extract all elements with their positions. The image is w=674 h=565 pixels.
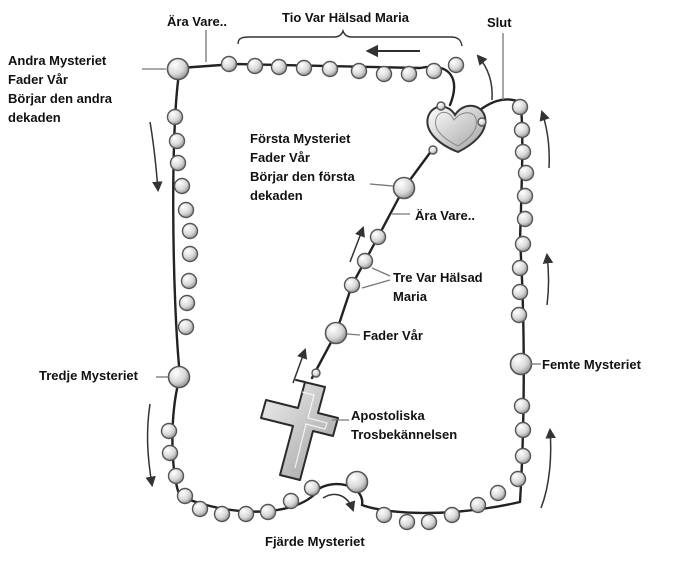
label-slut: Slut xyxy=(487,15,512,30)
bead xyxy=(375,506,393,524)
bead xyxy=(516,187,534,205)
bead xyxy=(282,492,300,510)
bead xyxy=(178,294,196,312)
bead xyxy=(514,235,532,253)
bead xyxy=(167,467,185,485)
bead xyxy=(511,283,529,301)
arrow-right-top xyxy=(539,110,550,169)
bead xyxy=(489,484,507,502)
pointer-forsta xyxy=(369,183,394,187)
label-fjarde-mysteriet: Fjärde Mysteriet xyxy=(265,534,365,549)
bead xyxy=(180,272,198,290)
bead xyxy=(356,252,374,270)
bead xyxy=(369,228,387,246)
bead xyxy=(176,487,194,505)
bead-group-left-lower xyxy=(160,422,194,505)
bead xyxy=(246,57,264,75)
bead xyxy=(420,513,438,531)
label-tre-var-halsad: Tre Var Hälsad Maria xyxy=(393,270,486,304)
arrow-pendant-upper xyxy=(349,226,365,263)
crucifix xyxy=(260,368,339,481)
bead xyxy=(510,306,528,324)
bead xyxy=(160,422,178,440)
bead xyxy=(375,65,393,83)
bead xyxy=(350,62,368,80)
bead xyxy=(166,108,184,126)
arrow-left-lower xyxy=(145,403,156,488)
bead xyxy=(514,447,532,465)
bead xyxy=(173,177,191,195)
pointer-tre-2 xyxy=(361,279,391,289)
bead xyxy=(425,62,443,80)
bead xyxy=(513,121,531,139)
bead-group-left-upper xyxy=(166,108,199,336)
bead xyxy=(295,59,313,77)
label-ara-vare-mid: Ära Vare.. xyxy=(415,208,475,223)
label-andra-mysteriet: Andra Mysteriet Fader Vår Börjar den and… xyxy=(8,53,116,125)
pointer-tre-1 xyxy=(371,267,391,277)
bead xyxy=(509,470,527,488)
bead-andra-mysteriet xyxy=(166,57,190,81)
bead xyxy=(343,276,361,294)
bead xyxy=(191,500,209,518)
bead xyxy=(213,505,231,523)
label-apostoliska: Apostoliska Trosbekännelsen xyxy=(351,408,457,442)
arrow-right-upper xyxy=(542,252,554,306)
arrow-right-lower xyxy=(540,427,556,509)
arrow-left-upper xyxy=(149,121,163,193)
bead xyxy=(517,164,535,182)
bead xyxy=(259,503,277,521)
label-tio-var-halsad: Tio Var Hälsad Maria xyxy=(282,10,410,25)
bead-fader-var xyxy=(324,321,348,345)
label-femte-mysteriet: Femte Mysteriet xyxy=(542,357,642,372)
bead xyxy=(400,65,418,83)
bead xyxy=(168,132,186,150)
bead xyxy=(511,98,529,116)
bead xyxy=(237,505,255,523)
bead-group-top xyxy=(220,55,465,83)
bead xyxy=(513,397,531,415)
bead-femte-mysteriet xyxy=(509,352,533,376)
label-forsta-mysteriet: Första Mysteriet Fader Vår Börjar den fö… xyxy=(250,131,358,203)
bead xyxy=(161,444,179,462)
bead xyxy=(181,245,199,263)
bead xyxy=(220,55,238,73)
bead xyxy=(469,496,487,514)
label-ara-vare-top: Ära Vare.. xyxy=(167,14,227,29)
bead-forsta-mysteriet xyxy=(392,176,416,200)
bead xyxy=(398,513,416,531)
heart-medallion xyxy=(426,101,487,155)
bead xyxy=(516,210,534,228)
label-fader-var: Fader Vår xyxy=(363,328,423,343)
label-tredje-mysteriet: Tredje Mysteriet xyxy=(39,368,139,383)
pointer-fader xyxy=(346,333,361,336)
bead-group-right-lower xyxy=(509,397,532,488)
bead xyxy=(447,56,465,74)
bead-tredje-mysteriet xyxy=(167,365,191,389)
bead xyxy=(514,421,532,439)
bead xyxy=(321,60,339,78)
bead xyxy=(514,143,532,161)
bead xyxy=(181,222,199,240)
bead-group-right-upper xyxy=(510,98,535,324)
arrow-bottom xyxy=(322,493,356,512)
bead-group-bottom xyxy=(191,479,507,531)
bead xyxy=(511,259,529,277)
bead xyxy=(303,479,321,497)
bracket-tio-var-halsad xyxy=(237,28,463,47)
arrow-pendant-lower xyxy=(292,348,308,384)
bead xyxy=(177,201,195,219)
bead xyxy=(169,154,187,172)
bead xyxy=(443,506,461,524)
bead xyxy=(177,318,195,336)
bead-fjarde-mysteriet xyxy=(345,470,369,494)
arrow-slut xyxy=(476,54,493,101)
bead xyxy=(270,58,288,76)
